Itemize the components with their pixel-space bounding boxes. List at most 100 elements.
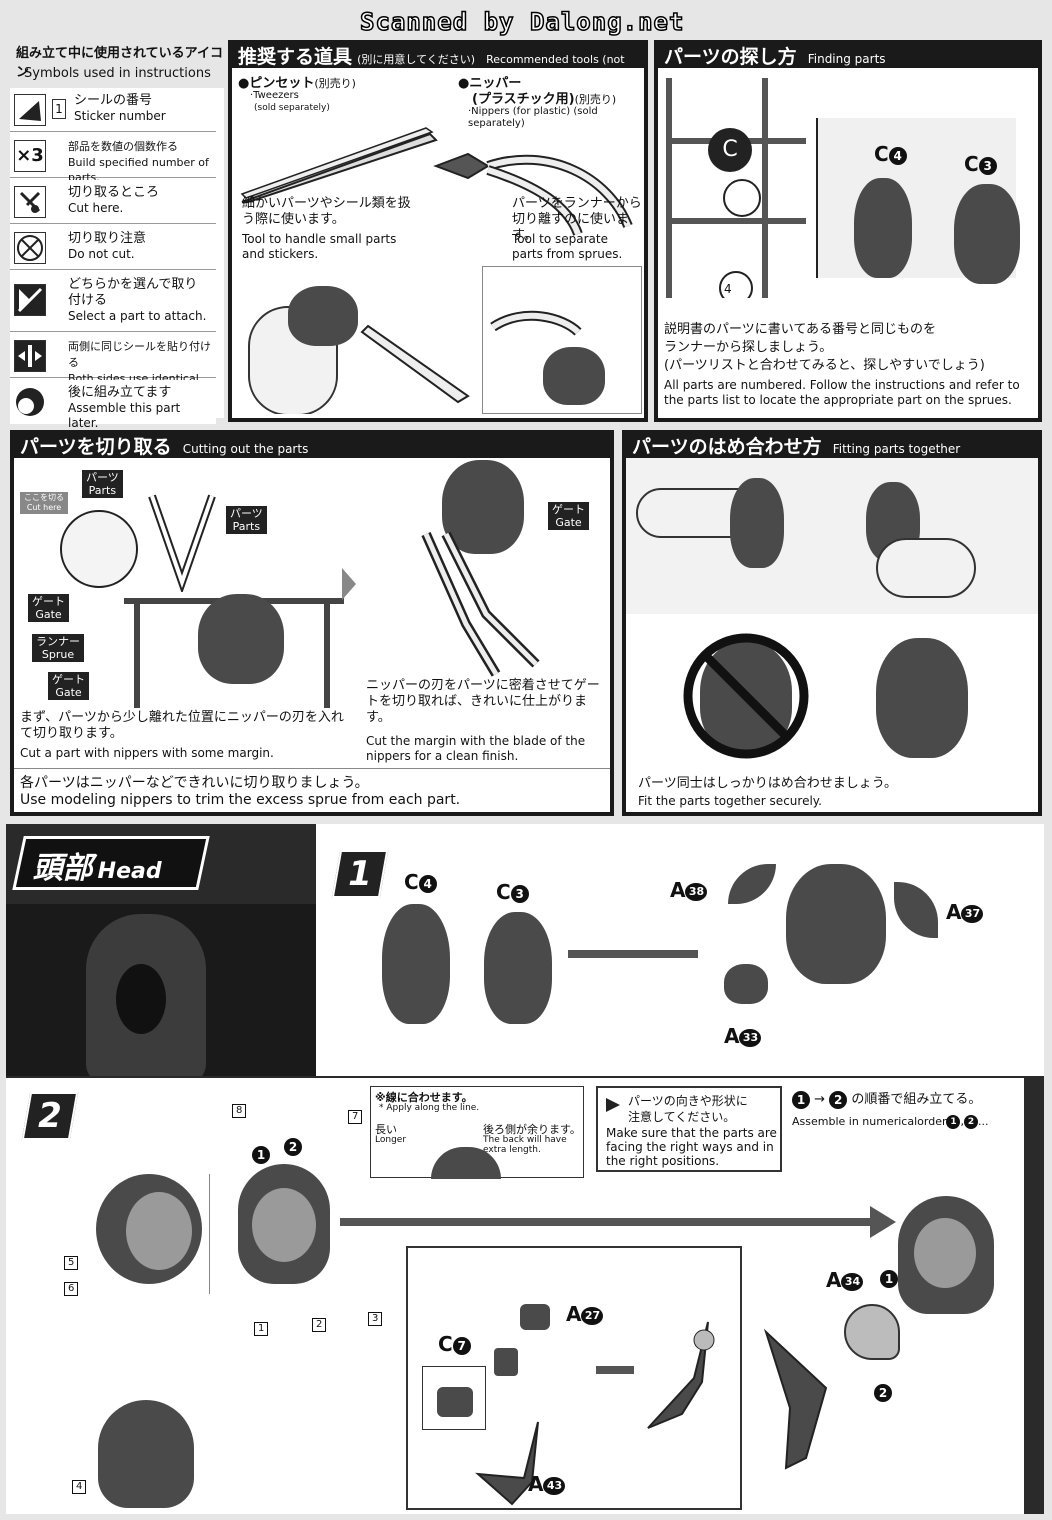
nippers-note-jp: (別売り) [574, 93, 617, 106]
zoom-circle [60, 510, 138, 588]
head-reference-image [6, 904, 316, 1076]
sticker-label: 8 [232, 1104, 247, 1118]
part-number: 37 [961, 904, 984, 923]
part-letter: C [496, 880, 511, 904]
symbol-row: どちらかを選んで取り付ける Select a part to attach. [10, 272, 216, 332]
assemble-later-icon [14, 386, 46, 418]
finding-title-en: Finding parts [807, 52, 886, 66]
part-letter: C [404, 870, 419, 894]
order-en-tail: ... [977, 1114, 989, 1128]
sprue-illustration [666, 78, 806, 298]
nippers-illustration [433, 152, 633, 236]
part-number: 33 [739, 1028, 762, 1047]
nippers-label-en: ·Nippers (for plastic) (sold separately) [468, 106, 598, 129]
sticker-label: 5 [64, 1256, 79, 1270]
chin-piece [724, 964, 768, 1004]
crest-tab-piece [494, 1348, 518, 1376]
tweezers-note-en: (sold separately) [254, 103, 330, 113]
step2-desc-jp: ニッパーの刃をパーツに密着させてゲートを切り取れば、きれいに仕上がります。 [366, 678, 600, 725]
step1-desc-en: Cut a part with nippers with some margin… [20, 746, 274, 760]
label-gate-3: ゲート Gate [548, 502, 589, 530]
helmet-part [198, 594, 284, 684]
both-sides-icon [14, 340, 46, 372]
finding-desc-jp2: ランナーから探しましょう。 [664, 340, 833, 355]
order-mark: 1 [880, 1270, 898, 1288]
label-cut-here: ここを切る Cut here [20, 492, 68, 514]
nippers-desc-en: Tool to separate parts from sprues. [512, 232, 623, 261]
next-arrow-icon [342, 568, 356, 600]
part-number: 7 [452, 1336, 471, 1355]
symbols-list: 1 シールの番号 Sticker number ×3 部品を数値の個数作る Bu… [10, 88, 224, 430]
note-line-en: * Apply along the line. [379, 1103, 480, 1113]
note-back-jp: 後ろ側が余ります。 [483, 1123, 581, 1136]
multiply-icon: ×3 [14, 140, 46, 172]
note-long-en: Longer [375, 1135, 407, 1145]
fitting-title-en: Fitting parts together [832, 442, 961, 456]
assembly-arrow [340, 1218, 870, 1226]
part-number: 4 [888, 146, 907, 165]
cutting-footer-en: Use modeling nippers to trim the excess … [20, 792, 461, 808]
assembly-order: 1 → 2 の順番で組み立てる。 Assemble in numericalor… [792, 1088, 1020, 1129]
symbol-row: 両側に同じシールを貼り付ける Both sides use identical … [10, 334, 216, 400]
symbol-label-en: Select a part to attach. [68, 309, 207, 323]
tweezers-illustration [240, 127, 438, 203]
tools-title-note: (別に用意してください) [357, 53, 476, 66]
order-mark: 2 [284, 1138, 302, 1156]
sticker-label: 2 [312, 1318, 327, 1332]
tweezers-scene [238, 266, 478, 414]
helmet-part [543, 347, 605, 405]
symbol-row: 切り取るところ Cut here. [10, 180, 216, 224]
part-number: 43 [543, 1476, 566, 1495]
order-en: Assemble in numericalorder [792, 1114, 947, 1128]
note-dir-en: Make sure that the parts are facing the … [606, 1126, 777, 1168]
symbol-label-jp: シールの番号 [74, 93, 153, 108]
hand-illustration [876, 538, 976, 598]
label-gate: ゲート Gate [28, 594, 69, 622]
sticker-label: 7 [348, 1110, 363, 1124]
symbol-label-jp: どちらかを選んで取り付ける [68, 277, 198, 308]
finding-title-jp: パーツの探し方 [664, 46, 797, 68]
part-number: 34 [841, 1272, 864, 1291]
warning-arrow-icon [606, 1098, 620, 1112]
finding-desc-jp3: (パーツリストと合わせてみると、探しやすいでしょう) [664, 358, 985, 373]
tweezers-desc-en: Tool to handle small parts and stickers. [242, 232, 397, 261]
nippers-scene [482, 266, 642, 414]
ear-piece-right [894, 882, 938, 938]
helmet-half-left [382, 904, 450, 1024]
order-mark: 1 [252, 1146, 270, 1164]
symbol-label-jp: 後に組み立てます [68, 385, 172, 400]
head-title-badge: 頭部 Head [12, 836, 210, 890]
note-back-en: The back will have extra length. [483, 1135, 567, 1155]
fitting-panel: パーツのはめ合わせ方 Fitting parts together パーツ同士は… [622, 430, 1042, 816]
symbol-label-jp: 切り取るところ [68, 185, 160, 200]
runner-tag: C [708, 128, 752, 172]
label-parts-top: パーツ Parts [82, 470, 123, 498]
sticker-icon [14, 94, 46, 126]
sticker-label: 6 [64, 1282, 79, 1296]
symbols-title-jp: 組み立て中に使用されているアイコン [16, 46, 223, 80]
nippers-label-jp2: (プラスチック用) [472, 92, 575, 107]
helmet-back-view [98, 1400, 194, 1508]
sticker-number-badge: 1 [52, 99, 66, 119]
part-letter: A [528, 1472, 544, 1496]
tweezers-desc-jp: 細かいパーツやシール類を扱う際に使います。 [242, 196, 411, 227]
part-letter: A [566, 1302, 582, 1326]
next-arrow-icon [596, 1366, 634, 1374]
cutting-title-en: Cutting out the parts [182, 442, 309, 456]
part-number: 27 [581, 1306, 604, 1325]
cutting-footer-jp: 各パーツはニッパーなどできれいに切り取りましょう。 [20, 775, 369, 791]
nippers-illustration [148, 494, 216, 592]
prohibited-icon [683, 633, 809, 759]
tweezers-label-jp: ●ピンセット [238, 76, 315, 91]
symbol-label-jp: 部品を数値の個数作る [68, 140, 178, 153]
helmet-correct-example [876, 638, 968, 758]
symbol-label-en: Sticker number [74, 109, 166, 123]
step-number-badge: 1 [331, 850, 389, 898]
symbol-label-en: Cut here. [68, 201, 124, 215]
note-dir-jp2: 注意してください。 [628, 1110, 736, 1124]
symbol-row: 1 シールの番号 Sticker number [10, 88, 216, 132]
step1-desc-jp: まず、パーツから少し離れた位置にニッパーの刃を入れて切り取ります。 [20, 710, 344, 741]
